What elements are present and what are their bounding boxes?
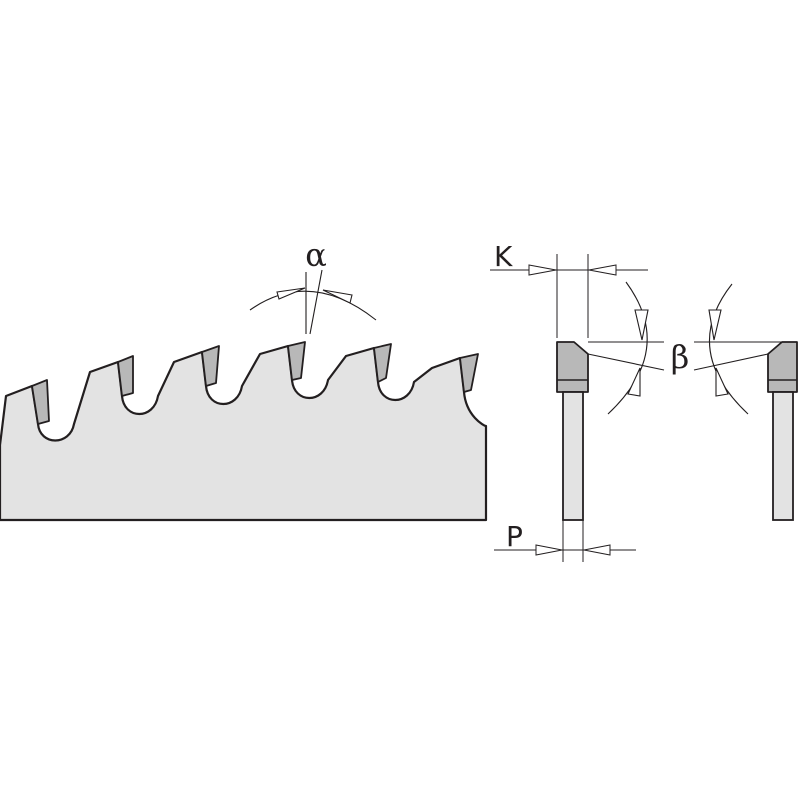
alpha-tooth-line [309,269,323,335]
kerf-dimension [490,254,648,338]
plate-arrow-left [535,544,563,556]
alpha-label: α [305,236,327,274]
carbide-tip [117,355,134,397]
carbide-tip [459,353,479,393]
carbide-tip [373,343,392,383]
alpha-arrow-left [276,287,306,300]
kerf-arrow-right [588,264,617,276]
beta-arc-right [709,283,749,415]
beta-angle-right [693,283,797,415]
beta-arrow-left-bottom [627,367,641,397]
beta-tip-line-left [587,353,665,371]
beta-arc-left [607,281,648,415]
kerf-label: K [494,240,513,273]
beta-tip-line-right [693,353,769,371]
alpha-arrow-right [322,289,353,304]
beta-label: β [671,338,690,376]
beta-angle-left [587,281,665,415]
tooth-cross-section: K P β [490,240,798,562]
plate-arrow-right [583,544,611,556]
carbide-tip [201,345,220,387]
kerf-arrow-left [528,264,557,276]
beta-arrow-right-top [708,309,722,341]
blade-profile: α [0,236,488,522]
carbide-tip [31,379,50,425]
carbide-tips [31,341,479,425]
cross-plate-right [772,391,794,521]
cross-plate-left [562,391,584,521]
cross-tip-right [767,341,798,393]
alpha-angle-indicator [249,269,377,335]
cross-tip-left [556,341,589,393]
plate-label: P [506,520,523,553]
plate-dimension [494,520,636,562]
carbide-tip [287,341,306,381]
alpha-arc [249,290,377,321]
blade-body [0,344,488,522]
beta-arrow-left-top [634,309,649,341]
beta-arrow-right-bottom [715,367,729,397]
